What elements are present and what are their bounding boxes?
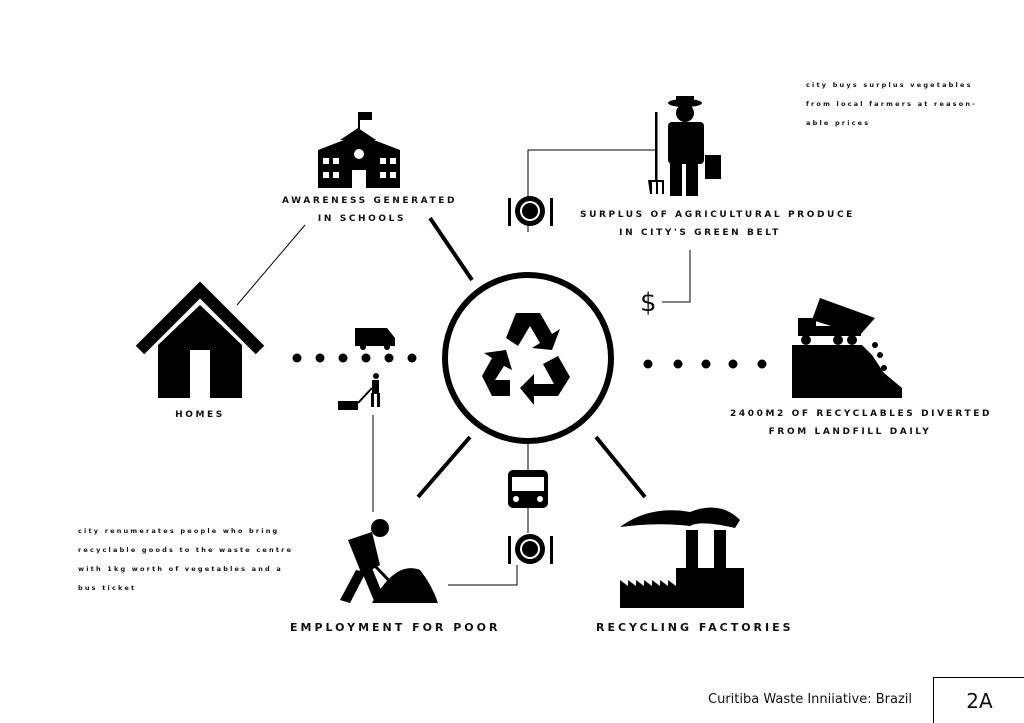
spoke-factories: [594, 435, 647, 499]
note-employment: city renumerates people who bring recycl…: [78, 522, 293, 598]
school-home-line: [236, 224, 306, 306]
label-schools-line1: AWARENESS GENERATED: [282, 196, 458, 206]
farm-dollar-line: [662, 250, 691, 303]
bus-icon: [508, 470, 548, 508]
note-farm-line: from local farmers at reason-: [806, 100, 978, 108]
label-farm-line2: IN CITY'S GREEN BELT: [619, 228, 781, 238]
plate-icon-top: [508, 196, 553, 226]
landfill-truck-icon: [792, 298, 902, 398]
note-farm-line: able prices: [806, 119, 871, 127]
label-employment: EMPLOYMENT FOR POOR: [290, 621, 501, 634]
note-employment-line: city renumerates people who bring: [78, 527, 280, 535]
van-icon: [355, 328, 395, 350]
note-farm-line: city buys surplus vegetables: [806, 81, 973, 89]
dots-left: [292, 353, 417, 363]
label-factories: RECYCLING FACTORIES: [596, 621, 794, 634]
farmer-icon: [648, 96, 721, 196]
label-landfill: 2400M2 OF RECYCLABLES DIVERTED FROM LAND…: [730, 405, 993, 441]
connectors: [236, 149, 691, 586]
farm-line: [527, 149, 655, 197]
label-farm: SURPLUS OF AGRICULTURAL PRODUCE IN CITY'…: [580, 206, 855, 242]
note-employment-line: bus ticket: [78, 584, 137, 592]
recycle-icon: [482, 313, 570, 405]
worker-icon: [340, 519, 438, 603]
school-icon: [318, 112, 400, 188]
plate-icon-bottom: [508, 534, 553, 564]
label-landfill-line1: 2400M2 OF RECYCLABLES DIVERTED: [730, 409, 993, 419]
dollar-icon: $: [640, 288, 657, 318]
spoke-employment: [416, 435, 472, 499]
label-landfill-line2: FROM LANDFILL DAILY: [768, 427, 932, 437]
dots-right: [643, 359, 767, 369]
factory-icon: [620, 507, 744, 608]
collector-icon: [338, 373, 380, 410]
label-farm-line1: SURPLUS OF AGRICULTURAL PRODUCE: [580, 210, 855, 220]
house-icon: [135, 281, 265, 398]
center-circle: [442, 272, 614, 444]
footer-title: Curitiba Waste Inniiative: Brazil: [708, 692, 913, 707]
note-employment-line: with 1kg worth of vegetables and a: [78, 565, 283, 573]
employment-line: [448, 565, 518, 586]
note-employment-line: recyclable goods to the waste centre: [78, 546, 294, 554]
label-schools: AWARENESS GENERATED IN SCHOOLS: [282, 192, 458, 228]
sheet-code: 2A: [933, 677, 1024, 723]
note-farm: city buys surplus vegetables from local …: [806, 76, 977, 133]
label-schools-line2: IN SCHOOLS: [317, 214, 407, 224]
label-homes: HOMES: [175, 410, 225, 420]
spoke-schools: [428, 216, 474, 282]
